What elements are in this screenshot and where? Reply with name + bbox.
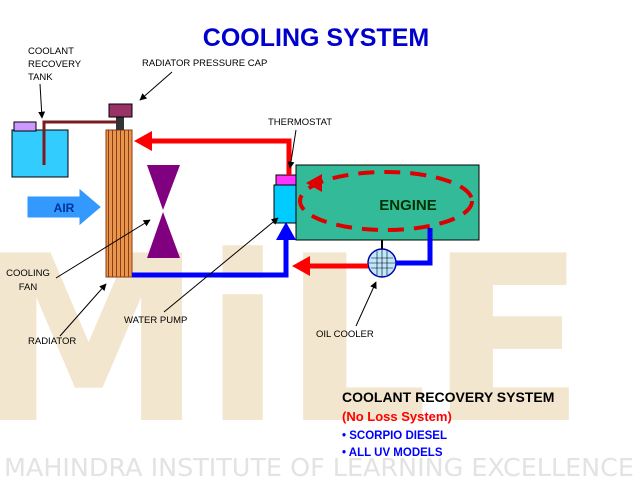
air-label: AIR — [54, 201, 75, 215]
radiator-label: RADIATOR — [28, 336, 76, 347]
engine-label: ENGINE — [379, 197, 437, 214]
page-title: COOLING SYSTEM — [203, 24, 429, 52]
air-arrow — [27, 188, 101, 226]
oil-cooler-grid — [369, 249, 395, 277]
hot-flow-lower-arrowhead — [292, 256, 310, 276]
tank-cap — [13, 121, 37, 132]
info-subheading: (No Loss System) — [342, 409, 452, 424]
cold-flow-engine-outlet — [396, 228, 433, 266]
leader-cooling-fan — [55, 219, 151, 279]
leader-coolant-tank — [38, 83, 46, 119]
cold-flow-return-arrowhead — [276, 222, 296, 240]
pressure-cap-label: RADIATOR PRESSURE CAP — [142, 58, 267, 69]
cooling-fan-lower-blade — [147, 212, 180, 258]
info-bullet-1: • SCORPIO DIESEL — [342, 430, 447, 442]
coolant-tank-label-line2: RECOVERY — [28, 59, 82, 70]
internal-flow-arrowhead — [306, 174, 322, 192]
leader-water-pump — [163, 217, 279, 313]
leader-pressure-cap — [139, 71, 173, 101]
thermostat-label: THERMOSTAT — [268, 117, 332, 128]
leader-radiator — [59, 283, 107, 337]
engine-internal-flow — [298, 170, 474, 232]
info-heading: COOLANT RECOVERY SYSTEM — [342, 389, 554, 405]
water-pump — [273, 184, 297, 224]
coolant-tank-label-line3: TANK — [28, 72, 53, 83]
oil-cooler-label: OIL COOLER — [316, 329, 374, 340]
leader-oil-cooler — [355, 281, 377, 327]
thermostat — [275, 174, 297, 186]
watermark-logo: MiLE — [0, 208, 586, 475]
watermark-footer: MAHINDRA INSTITUTE OF LEARNING EXCELLENC… — [4, 453, 634, 479]
water-pump-label: WATER PUMP — [124, 315, 187, 326]
coolant-recovery-tank — [11, 129, 69, 178]
radiator-cap-neck — [116, 116, 124, 130]
radiator — [105, 129, 133, 278]
hot-flow-top-arrowhead — [134, 131, 152, 151]
cold-flow-return-pipe — [132, 236, 289, 278]
leader-thermostat — [287, 129, 297, 169]
cooling-fan-upper-blade — [147, 165, 180, 210]
engine — [295, 164, 480, 241]
radiator-pressure-cap — [108, 103, 133, 118]
coolant-tank-label-line1: COOLANT — [28, 46, 74, 57]
cooling-fan-label-line2: FAN — [19, 282, 38, 293]
cooling-fan-label-line1: COOLING — [6, 268, 50, 279]
info-bullet-2: • ALL UV MODELS — [342, 447, 443, 459]
